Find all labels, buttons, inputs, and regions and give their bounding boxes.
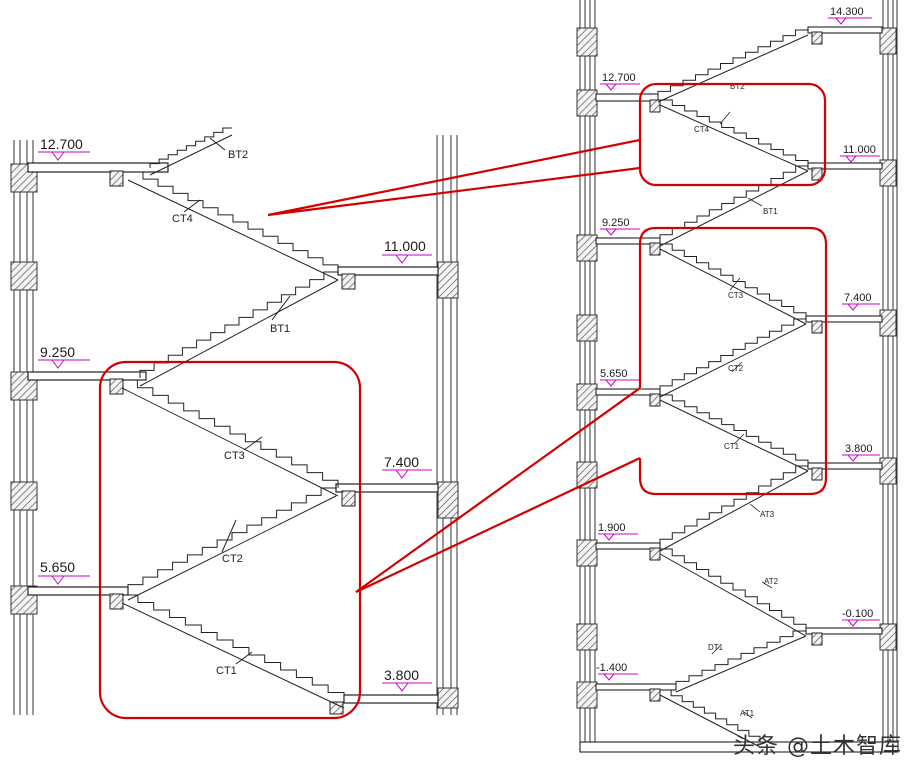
right-label-ct3: CT3: [728, 291, 744, 300]
right-level-neg0100: -0.100: [842, 608, 873, 620]
right-level-14300: 14.300: [830, 6, 864, 18]
callout-connectors: [267, 138, 641, 593]
right-label-bt2: BT2: [730, 82, 745, 91]
left-flight-ct4: [127, 171, 339, 281]
right-flight-at3: [659, 465, 809, 552]
left-label-ct1: CT1: [216, 665, 237, 677]
left-columns: [13, 135, 458, 715]
right-flight-ct1: [659, 394, 809, 472]
left-slabs: [27, 162, 439, 704]
right-level-5650: 5.650: [600, 368, 628, 380]
left-label-ct3: CT3: [224, 450, 245, 462]
right-label-ct2: CT2: [728, 364, 744, 373]
right-callout-box-upper: [638, 82, 827, 187]
left-level-11000: 11.000: [384, 238, 426, 254]
right-flight-bt1: [659, 165, 809, 247]
left-beams: [109, 170, 356, 715]
right-slabs: [579, 26, 899, 753]
left-flight-bt2: [149, 127, 233, 176]
right-level-11000: 11.000: [843, 144, 876, 156]
left-level-5650: 5.650: [40, 559, 75, 575]
right-flight-ct2: [659, 318, 807, 398]
left-level-marks: [38, 151, 432, 692]
left-level-9250: 9.250: [40, 344, 75, 360]
left-flight-bt1: [139, 271, 339, 387]
right-flight-at2: [659, 548, 807, 637]
right-flight-leaders: [711, 111, 773, 719]
right-columns: [579, 0, 898, 748]
left-label-ct4: CT4: [172, 213, 193, 225]
right-label-bt1: BT1: [763, 207, 778, 216]
right-label-dt1: DT1: [708, 643, 724, 652]
left-label-bt2: BT2: [228, 149, 248, 161]
right-label-at2: AT2: [764, 577, 779, 586]
right-level-marks: [598, 17, 880, 681]
right-label-ct1: CT1: [724, 442, 740, 451]
left-section-view: 12.700 11.000 9.250 7.400 5.650 3.800 BT…: [10, 127, 459, 720]
left-label-bt1: BT1: [270, 323, 290, 335]
right-level-12700: 12.700: [602, 72, 636, 84]
left-flight-ct2: [127, 487, 337, 601]
left-callout-box: [98, 360, 362, 720]
left-flight-leaders: [183, 137, 291, 665]
right-label-at3: AT3: [760, 510, 775, 519]
right-level-7400: 7.400: [844, 292, 872, 304]
left-flight-ct1: [121, 594, 345, 709]
right-level-1900: 1.900: [598, 522, 626, 534]
right-flight-at1: [659, 689, 761, 748]
left-flight-ct3: [121, 379, 339, 497]
left-level-3800: 3.800: [384, 667, 419, 683]
right-flight-top: [657, 29, 809, 103]
right-flight-ct4: [659, 99, 809, 172]
left-label-ct2: CT2: [222, 553, 243, 565]
right-level-3800: 3.800: [845, 443, 873, 455]
right-label-at1: AT1: [740, 709, 755, 718]
left-level-12700: 12.700: [40, 136, 83, 152]
right-beams: [649, 31, 823, 702]
right-level-9250: 9.250: [602, 217, 630, 229]
right-callout-box-lower: [638, 226, 828, 496]
right-label-ct4: CT4: [694, 125, 710, 134]
right-stair-flights: [657, 29, 809, 748]
right-section-view: 14.300 12.700 11.000 9.250 7.400 5.650 3…: [576, 0, 899, 753]
right-level-neg1400: -1.400: [596, 662, 627, 674]
right-flight-ct3: [659, 243, 807, 325]
right-flight-dt1: [675, 630, 807, 693]
left-stair-flights: [121, 127, 345, 709]
watermark-text: 头条 @土木智库: [733, 734, 902, 759]
left-level-7400: 7.400: [384, 454, 419, 470]
